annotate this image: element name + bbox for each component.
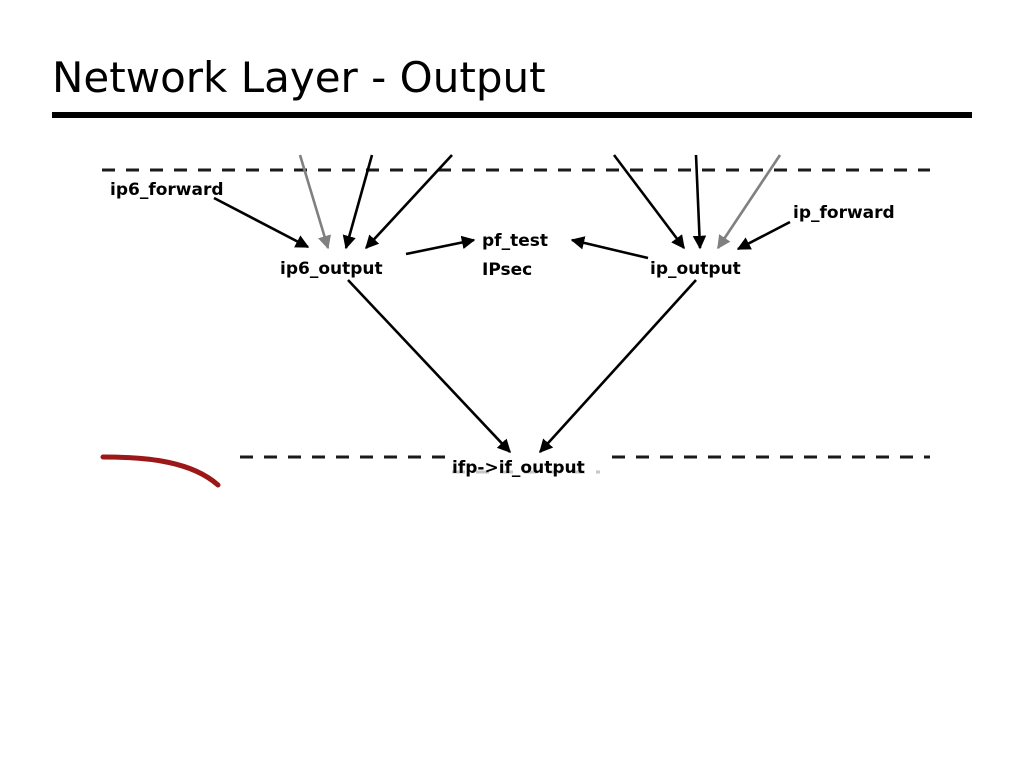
- edge-ipforward-to-ipoutput: [736, 220, 791, 251]
- node-label-pf-test: pf_test: [482, 231, 548, 251]
- edge-ipoutput-to-pftest: [570, 236, 649, 260]
- node-label-ip6-forward: ip6_forward: [110, 180, 224, 200]
- edge-ip6output-to-ifpifoutput: [347, 279, 511, 453]
- edge-ipoutput-to-ifpifoutput: [539, 279, 697, 454]
- node-label-ip-forward: ip_forward: [793, 203, 895, 223]
- node-label-ip6-output: ip6_output: [280, 259, 383, 279]
- title-underline-rule: [52, 112, 972, 118]
- page-title: Network Layer - Output: [52, 53, 546, 102]
- edge-ip6forward-to-ip6output: [213, 196, 310, 249]
- edge-incoming-black-a-to-ipoutput: [612, 154, 686, 250]
- edge-incoming-black-b-to-ipoutput: [692, 154, 707, 250]
- node-label-ip-output: ip_output: [650, 259, 741, 279]
- node-label-ipsec: IPsec: [482, 260, 533, 280]
- edge-incoming-gray-to-ipoutput: [716, 154, 782, 250]
- node-label-ifp-if-output: ifp->if_output: [452, 458, 585, 478]
- edge-ip6output-to-pftest: [405, 235, 476, 256]
- edge-incoming-black-b-to-ip6output: [365, 154, 453, 249]
- title-block: Network Layer - Output: [52, 52, 972, 104]
- edge-incoming-black-a-to-ip6output: [342, 154, 374, 250]
- red-curve: [100, 454, 221, 488]
- edge-incoming-gray-to-ip6output: [298, 154, 331, 250]
